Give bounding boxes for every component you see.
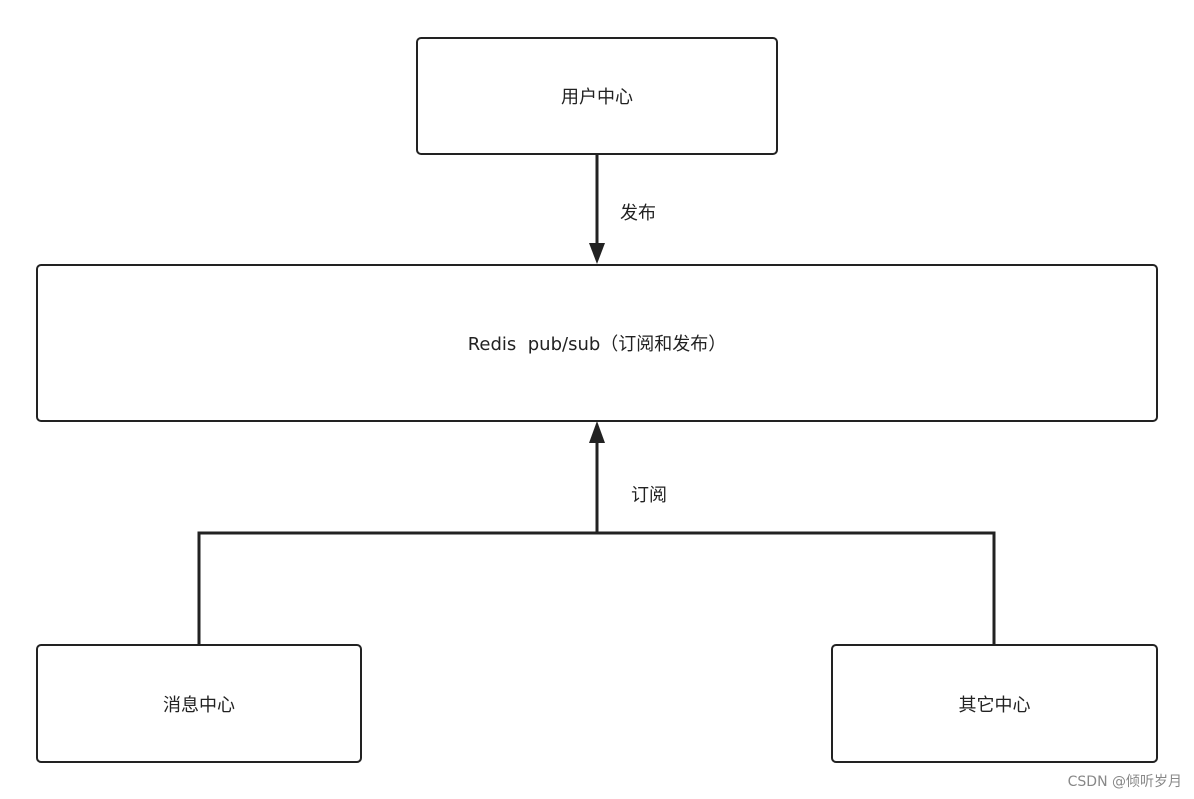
publish-arrowhead [589,243,605,264]
other-center-node: 其它中心 [831,644,1158,763]
redis-pubsub-node: Redis pub/sub（订阅和发布） [36,264,1158,422]
user-center-node: 用户中心 [416,37,778,155]
publish-edge-label: 发布 [620,203,656,224]
subscribe-arrowhead [589,421,605,443]
watermark: CSDN @倾听岁月 [1067,774,1182,790]
message-center-node: 消息中心 [36,644,362,763]
message-center-label: 消息中心 [163,694,235,716]
redis-pubsub-label: Redis pub/sub（订阅和发布） [467,334,727,355]
subscribe-edge-label: 订阅 [631,485,667,506]
subscribe-branch-line [197,531,996,644]
other-center-label: 其它中心 [958,694,1031,716]
user-center-label: 用户中心 [561,87,633,108]
